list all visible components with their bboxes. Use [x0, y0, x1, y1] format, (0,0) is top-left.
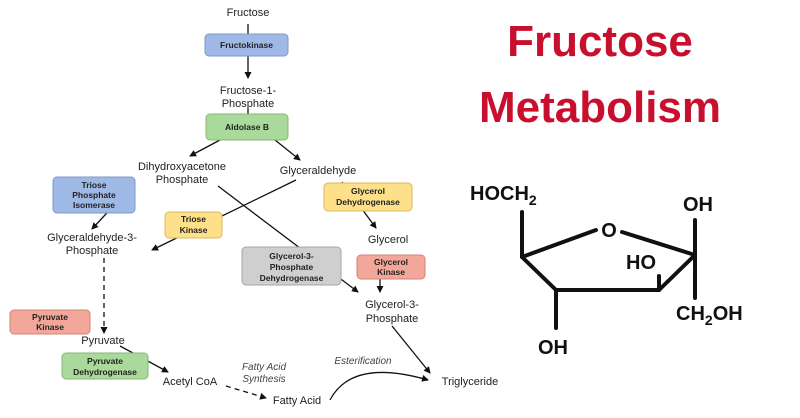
- chem-oh-bottom: OH: [538, 337, 568, 359]
- enzyme-pyruvate-kinase: Pyruvate Kinase: [9, 309, 91, 335]
- dhap-label-1: Dihydroxyacetone: [138, 161, 226, 173]
- chem-hoch2: HOCH2: [470, 183, 537, 208]
- title-line-1: Fructose: [507, 17, 693, 66]
- fructose-structure: HOCH2 O OH HO OH CH2OH: [470, 183, 743, 359]
- triose-kinase-label-2: Kinase: [180, 225, 208, 235]
- acetyl-coa-label: Acetyl CoA: [163, 376, 218, 388]
- chem-ring-oxygen: O: [601, 220, 617, 242]
- glycerol-kinase-label-2: Kinase: [377, 267, 405, 277]
- dhap-label-2: Phosphate: [156, 174, 209, 186]
- glycerol-dh-label-1: Glycerol: [351, 186, 385, 196]
- chem-ch2oh: CH2OH: [676, 303, 743, 328]
- tpi-label-3: Isomerase: [73, 200, 115, 210]
- glycerol-3p-label-1: Glycerol-3-: [365, 299, 419, 311]
- enzyme-pyruvate-dehydrogenase: Pyruvate Dehydrogenase: [61, 352, 149, 380]
- chem-ho-inner: HO: [626, 252, 656, 274]
- glycerol-dh-label-2: Dehydrogenase: [336, 197, 400, 207]
- chem-oh-top-right: OH: [683, 194, 713, 216]
- fatty-acid-synthesis-label-1: Fatty Acid: [242, 362, 287, 373]
- f1p-label-2: Phosphate: [222, 98, 275, 110]
- pyruvate-kinase-label-2: Kinase: [36, 322, 64, 332]
- pdh-label-2: Dehydrogenase: [73, 367, 137, 377]
- enzyme-aldolase-b: Aldolase B: [205, 113, 289, 141]
- arrow-aldolase-to-glyceraldehyde: [274, 139, 301, 161]
- fructose-label: Fructose: [227, 7, 270, 19]
- f1p-label-1: Fructose-1-: [220, 85, 277, 97]
- g3p-dh-label-1: Glycerol-3-: [269, 251, 314, 261]
- enzyme-fructokinase: Fructokinase: [204, 33, 289, 57]
- glycerol-kinase-label-1: Glycerol: [374, 257, 408, 267]
- triglyceride-label: Triglyceride: [442, 376, 498, 388]
- enzyme-triose-kinase: Triose Kinase: [164, 211, 223, 239]
- g3p-label-1: Glyceraldehyde-3-: [47, 232, 137, 244]
- title-line-2: Metabolism: [478, 83, 722, 132]
- esterification-label: Esterification: [334, 356, 392, 367]
- glycerol-3p-label-2: Phosphate: [366, 313, 419, 325]
- process-annotations: Fatty Acid Synthesis Esterification: [242, 356, 392, 385]
- enzyme-glycerol-3-phosphate-dehydrogenase: Glycerol-3- Phosphate Dehydrogenase: [241, 246, 342, 286]
- g3p-dh-label-2: Phosphate: [270, 262, 314, 272]
- aldolase-b-label: Aldolase B: [225, 122, 269, 132]
- enzyme-glycerol-dehydrogenase: Glycerol Dehydrogenase: [323, 182, 413, 212]
- pathway-arrows: [91, 24, 431, 401]
- enzyme-triose-phosphate-isomerase: Triose Phosphate Isomerase: [52, 176, 136, 214]
- metabolite-labels: Fructose Fructose-1- Phosphate Dihydroxy…: [47, 7, 498, 407]
- tpi-label-1: Triose: [81, 180, 106, 190]
- pdh-label-1: Pyruvate: [87, 356, 123, 366]
- tpi-label-2: Phosphate: [72, 190, 116, 200]
- arrow-acetylcoa-to-fattyacid: [225, 385, 267, 400]
- fructokinase-label: Fructokinase: [220, 40, 273, 50]
- arrow-glycerol3p-to-triglyceride: [391, 325, 431, 374]
- triose-kinase-label-1: Triose: [181, 214, 206, 224]
- glyceraldehyde-label: Glyceraldehyde: [280, 165, 356, 177]
- arrow-fattyacid-to-triglyceride: [329, 371, 429, 401]
- g3p-label-2: Phosphate: [66, 245, 119, 257]
- arrow-aldolase-to-dhap: [189, 139, 221, 157]
- glycerol-label: Glycerol: [368, 234, 408, 246]
- fatty-acid-synthesis-label-2: Synthesis: [242, 374, 285, 385]
- pyruvate-kinase-label-1: Pyruvate: [32, 312, 68, 322]
- g3p-dh-label-3: Dehydrogenase: [260, 273, 324, 283]
- enzyme-glycerol-kinase: Glycerol Kinase: [356, 254, 426, 280]
- fatty-acid-label: Fatty Acid: [273, 395, 321, 407]
- pyruvate-label: Pyruvate: [81, 335, 124, 347]
